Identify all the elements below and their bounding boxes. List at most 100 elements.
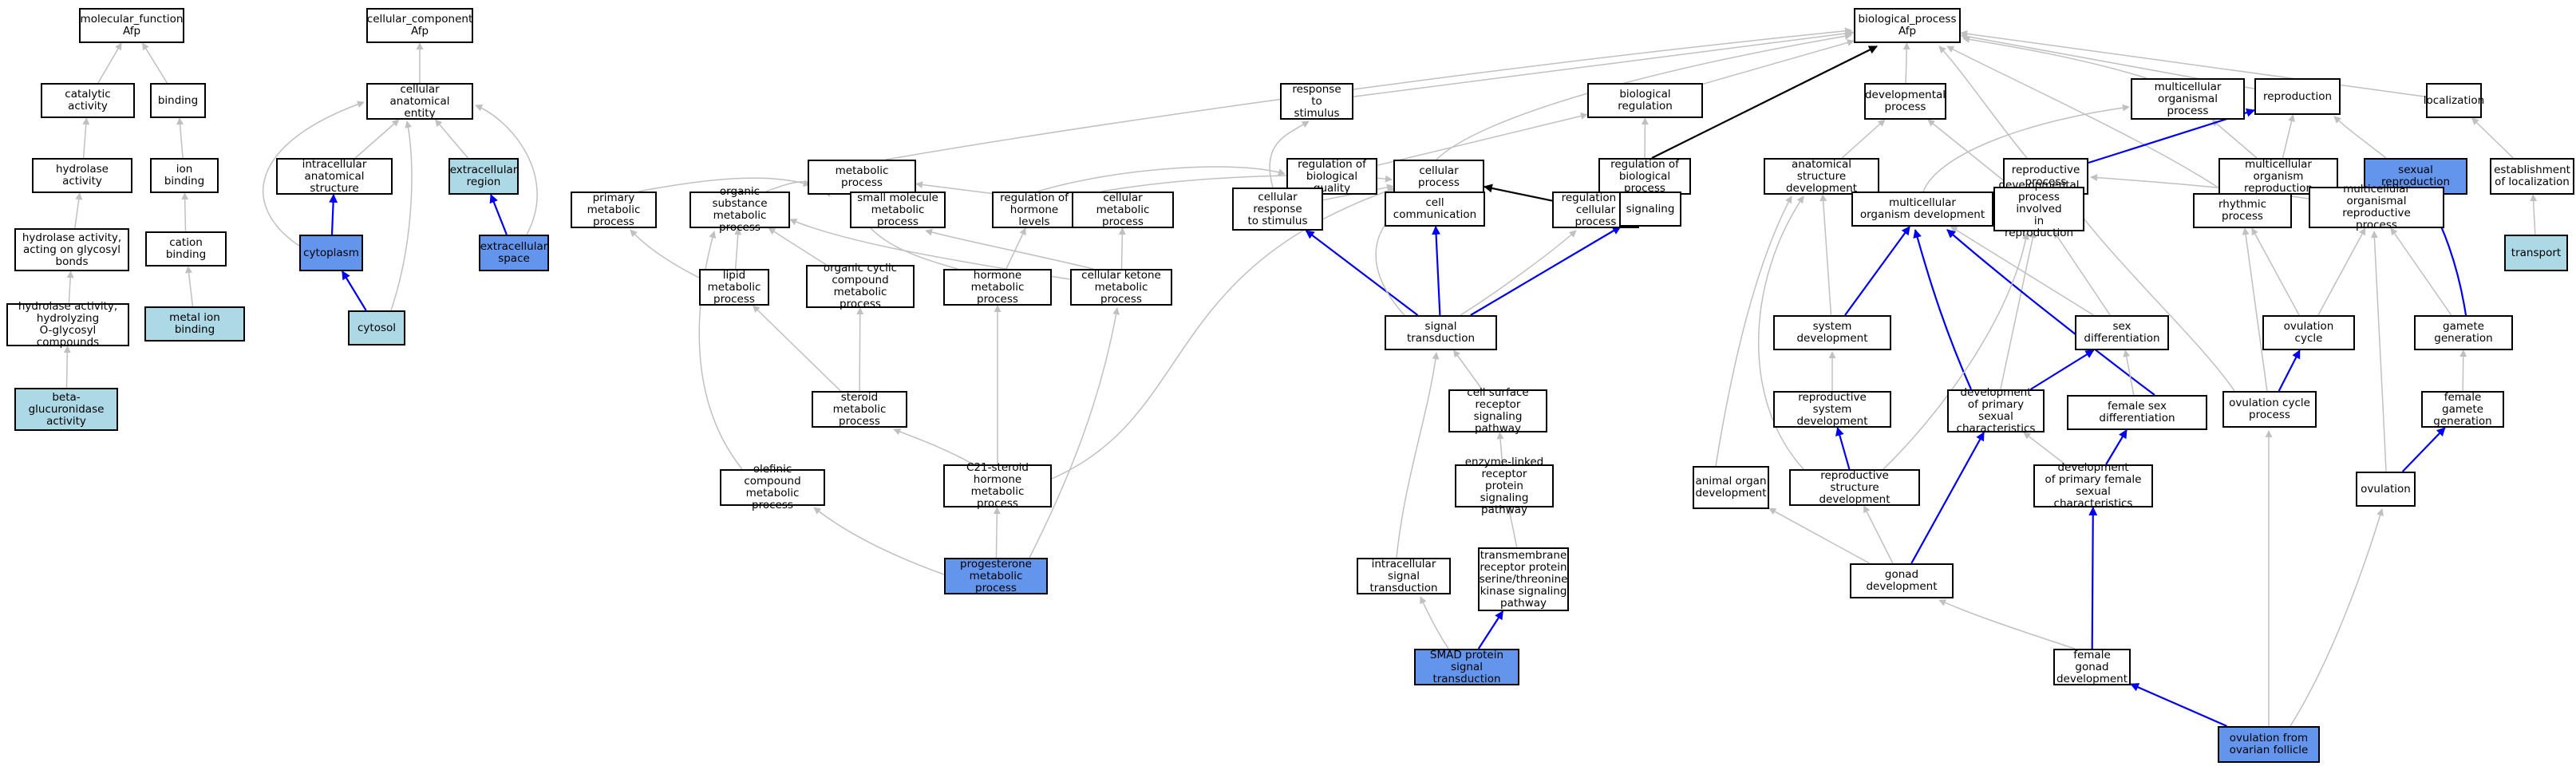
go-term-ias[interactable]: intracellular anatomical structure (276, 158, 393, 195)
go-term-label: hormone metabolic process (970, 268, 1025, 306)
go-term-morp[interactable]: multicellular organismal reproductive pr… (2309, 184, 2444, 231)
go-term-aod[interactable]: animal organ development (1693, 466, 1769, 509)
edge-cytoplasm-to-cae (263, 101, 365, 248)
go-term-ionbind[interactable]: ion binding (150, 158, 219, 193)
go-term-exreg[interactable]: extracellular region (448, 158, 519, 195)
go-term-gonad[interactable]: gonad development (1850, 563, 1954, 598)
go-term-ofof[interactable]: ovulation from ovarian follicle (2218, 726, 2320, 763)
edge-sigtrans-to-crs (1305, 230, 1419, 316)
go-term-asd[interactable]: anatomical structure development (1764, 158, 1879, 195)
go-term-label: SMAD protein signal transduction (1429, 648, 1504, 685)
go-term-label: signal transduction (1406, 320, 1476, 345)
go-term-label: establishment of localization (2494, 164, 2570, 188)
go-term-fgg[interactable]: female gamete generation (2421, 391, 2504, 428)
go-term-metab[interactable]: metabolic process (808, 160, 916, 195)
go-term-cellcomm[interactable]: cell communication (1385, 192, 1485, 227)
go-term-exspace[interactable]: extracellular space (479, 235, 549, 271)
go-term-label: transmembrane receptor protein serine/th… (1479, 548, 1568, 610)
go-term-sexdiff[interactable]: sex differentiation (2075, 315, 2169, 350)
edge-exspace-to-cae (475, 104, 538, 235)
go-term-smp[interactable]: steroid metabolic process (812, 391, 907, 428)
go-term-hmp[interactable]: hormone metabolic process (943, 269, 1052, 306)
go-term-transport[interactable]: transport (2504, 235, 2568, 271)
edge-ofof-to-fgd (2129, 683, 2227, 728)
go-term-regbp[interactable]: regulation of biological process (1598, 158, 1691, 195)
go-term-ocp[interactable]: ovulation cycle process (2222, 391, 2317, 428)
go-term-smad[interactable]: SMAD protein signal transduction (1414, 649, 1519, 685)
go-term-elrsp[interactable]: enzyme-linked receptor protein signaling… (1455, 456, 1554, 515)
go-term-signaling[interactable]: signaling (1619, 192, 1681, 227)
go-term-rts[interactable]: response to stimulus (1280, 83, 1353, 120)
go-term-betaglu[interactable]: beta-glucuronidase activity (14, 388, 118, 431)
go-term-rsd[interactable]: reproductive system development (1773, 391, 1891, 428)
go-term-ist[interactable]: intracellular signal transduction (1357, 558, 1451, 594)
go-term-pmetab[interactable]: progesterone metabolic process (944, 558, 1048, 594)
go-term-cae[interactable]: cellular anatomical entity (366, 83, 473, 120)
go-term-label: cellular metabolic process (1096, 191, 1150, 228)
go-term-label: extracellular space (480, 240, 548, 265)
edge-rts-to-bp (1353, 30, 1855, 97)
go-term-hydrolase[interactable]: hydrolase activity (32, 158, 132, 193)
go-term-bioreg[interactable]: biological regulation (1587, 83, 1703, 118)
go-term-sigtrans[interactable]: signal transduction (1385, 315, 1497, 350)
go-term-gamgen[interactable]: gamete generation (2414, 315, 2513, 350)
edge-regcp-to-cellproc (1483, 184, 1553, 202)
go-term-crs[interactable]: cellular response to stimulus (1232, 188, 1323, 231)
go-term-local[interactable]: localization (2424, 83, 2484, 118)
go-term-hydglyc[interactable]: hydrolase activity, acting on glycosyl b… (14, 228, 129, 271)
go-term-rhl[interactable]: regulation of hormone levels (992, 192, 1077, 228)
go-term-catalytic[interactable]: catalytic activity (41, 83, 135, 118)
go-term-csrsp[interactable]: cell surface receptor signaling pathway (1448, 386, 1547, 435)
go-term-cytoplasm[interactable]: cytoplasm (299, 235, 363, 271)
go-term-dpfsc[interactable]: development of primary female sexual cha… (2033, 462, 2153, 510)
go-term-pmp[interactable]: primary metabolic process (571, 192, 657, 228)
go-term-cc[interactable]: cellular_component Afp (366, 8, 473, 43)
go-term-label: gamete generation (2434, 320, 2493, 345)
edge-rstd-to-dpir (1883, 232, 2029, 470)
go-term-c21[interactable]: C21-steroid hormone metabolic process (943, 462, 1052, 510)
go-term-label: metal ion binding (169, 311, 220, 336)
go-term-tmrp[interactable]: transmembrane receptor protein serine/th… (1478, 547, 1569, 611)
go-term-label: cell surface receptor signaling pathway (1467, 386, 1529, 435)
go-term-hydo[interactable]: hydrolase activity, hydrolyzing O-glycos… (6, 301, 129, 349)
go-term-binding[interactable]: binding (150, 83, 206, 118)
edge-pmetab-to-ocmp (813, 507, 945, 575)
go-term-fsd[interactable]: female sex differentiation (2067, 395, 2207, 430)
go-term-mop[interactable]: multicellular organismal process (2131, 78, 2245, 120)
go-term-label: female gonad development (2056, 648, 2128, 685)
go-term-lmp[interactable]: lipid metabolic process (699, 269, 769, 306)
edge-cationbind-to-ionbind (181, 192, 189, 232)
go-term-occmp[interactable]: organic cyclic compound metabolic proces… (806, 263, 915, 310)
go-term-mod[interactable]: multicellular organism development (1851, 192, 1993, 227)
edge-layer (63, 27, 2538, 728)
go-term-ovcycle[interactable]: ovulation cycle (2262, 315, 2355, 350)
go-term-ovulation[interactable]: ovulation (2356, 472, 2416, 507)
go-term-dpir[interactable]: developmental process involved in reprod… (1993, 179, 2084, 239)
go-term-cmp[interactable]: cellular metabolic process (1072, 192, 1174, 228)
edge-rhythmic-to-bp (1946, 45, 2227, 194)
go-term-label: sex differentiation (2084, 320, 2160, 345)
go-term-estloc[interactable]: establishment of localization (2490, 158, 2574, 195)
go-term-mf[interactable]: molecular_function Afp (79, 8, 184, 43)
go-term-rstd[interactable]: reproductive structure development (1789, 469, 1920, 506)
go-term-smmp[interactable]: small molecule metabolic process (850, 192, 946, 228)
go-term-dpsc[interactable]: development of primary sexual characteri… (1947, 387, 2045, 435)
go-term-cellproc[interactable]: cellular process (1393, 160, 1484, 195)
go-term-label: sexual reproduction (2380, 164, 2451, 188)
go-term-rhythmic[interactable]: rhythmic process (2193, 193, 2292, 228)
go-term-ocmp[interactable]: olefinic compound metabolic process (720, 464, 825, 511)
go-term-sysdev[interactable]: system development (1773, 315, 1891, 350)
edge-hydo-to-hydglyc (66, 270, 74, 304)
go-term-fgd[interactable]: female gonad development (2053, 649, 2131, 685)
go-term-ckmp[interactable]: cellular ketone metabolic process (1070, 269, 1172, 306)
go-term-devproc[interactable]: developmental process (1864, 83, 1946, 120)
edge-asd-to-devproc (1841, 119, 1886, 159)
edge-cytoplasm-to-ias (329, 193, 338, 235)
go-term-cytosol[interactable]: cytosol (348, 310, 405, 346)
edge-ocmp-to-osmp (698, 231, 743, 470)
go-term-osmp[interactable]: organic substance metabolic process (689, 186, 790, 234)
go-term-bp[interactable]: biological_process Afp (1854, 8, 1961, 43)
go-term-cationbind[interactable]: cation binding (145, 231, 227, 267)
go-term-repro[interactable]: reproduction (2254, 78, 2341, 115)
go-term-metalion[interactable]: metal ion binding (144, 306, 245, 342)
